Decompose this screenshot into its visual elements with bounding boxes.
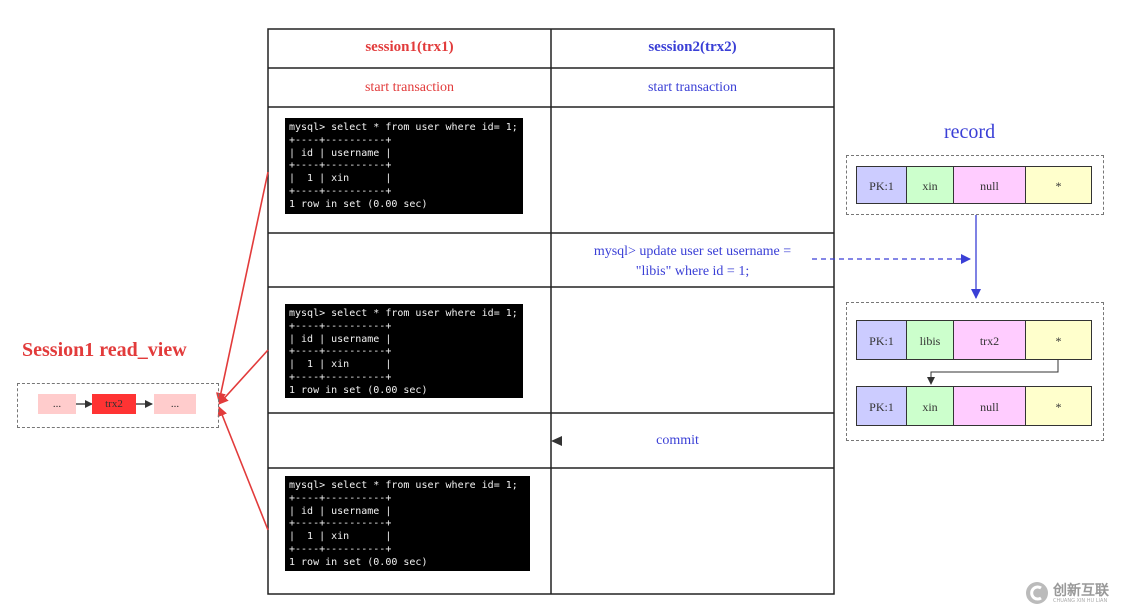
read-view-title: Session1 read_view [22,339,187,361]
record-undo-name: xin [906,386,954,426]
undo-pointer-arrow [927,360,1059,385]
terminal-select-2: mysql> select * from user where id= 1; +… [285,304,523,398]
record-undo-trx: null [953,386,1026,426]
watermark-subtext: CHUANG XIN HU LIAN [1053,598,1108,604]
update-statement-line2: "libis" where id = 1; [635,264,750,279]
record-versions-box [846,302,1104,441]
update-statement-line1: mysql> update user set username = [593,244,792,259]
record-original-trx: null [953,166,1026,204]
watermark: 创新互联 CHUANG XIN HU LIAN [1020,578,1120,608]
update-statement: mysql> update user set username = "libis… [551,242,834,282]
commit-arrow-head [551,436,562,446]
record-updated-roll-ptr: * [1025,320,1092,360]
record-updated-name: libis [906,320,954,360]
record-original-roll-ptr: * [1025,166,1092,204]
read-view-arrow-3 [217,406,269,531]
read-view-item-right: ... [154,394,196,414]
terminal-select-1: mysql> select * from user where id= 1; +… [285,118,523,214]
session2-header: session2(trx2) [648,39,737,55]
record-title: record [944,121,996,143]
record-updated-trx: trx2 [953,320,1026,360]
read-view-arrow-2 [218,349,269,405]
read-view-arrow-1 [215,171,269,403]
session1-start-transaction: start transaction [364,80,455,95]
session1-header: session1(trx1) [365,39,454,55]
read-view-item-trx2: trx2 [92,394,136,414]
commit-label: commit [656,433,699,448]
record-original-pk: PK:1 [856,166,907,204]
record-updated-pk: PK:1 [856,320,907,360]
watermark-logo-icon [1026,582,1048,604]
record-original-name: xin [906,166,954,204]
record-undo-roll-ptr: * [1025,386,1092,426]
read-view-item-left: ... [38,394,76,414]
terminal-select-3: mysql> select * from user where id= 1; +… [285,476,530,571]
session2-start-transaction: start transaction [647,80,738,95]
record-original-box [846,155,1104,215]
record-undo-pk: PK:1 [856,386,907,426]
read-view-box [17,383,219,428]
watermark-text: 创新互联 [1053,583,1109,599]
